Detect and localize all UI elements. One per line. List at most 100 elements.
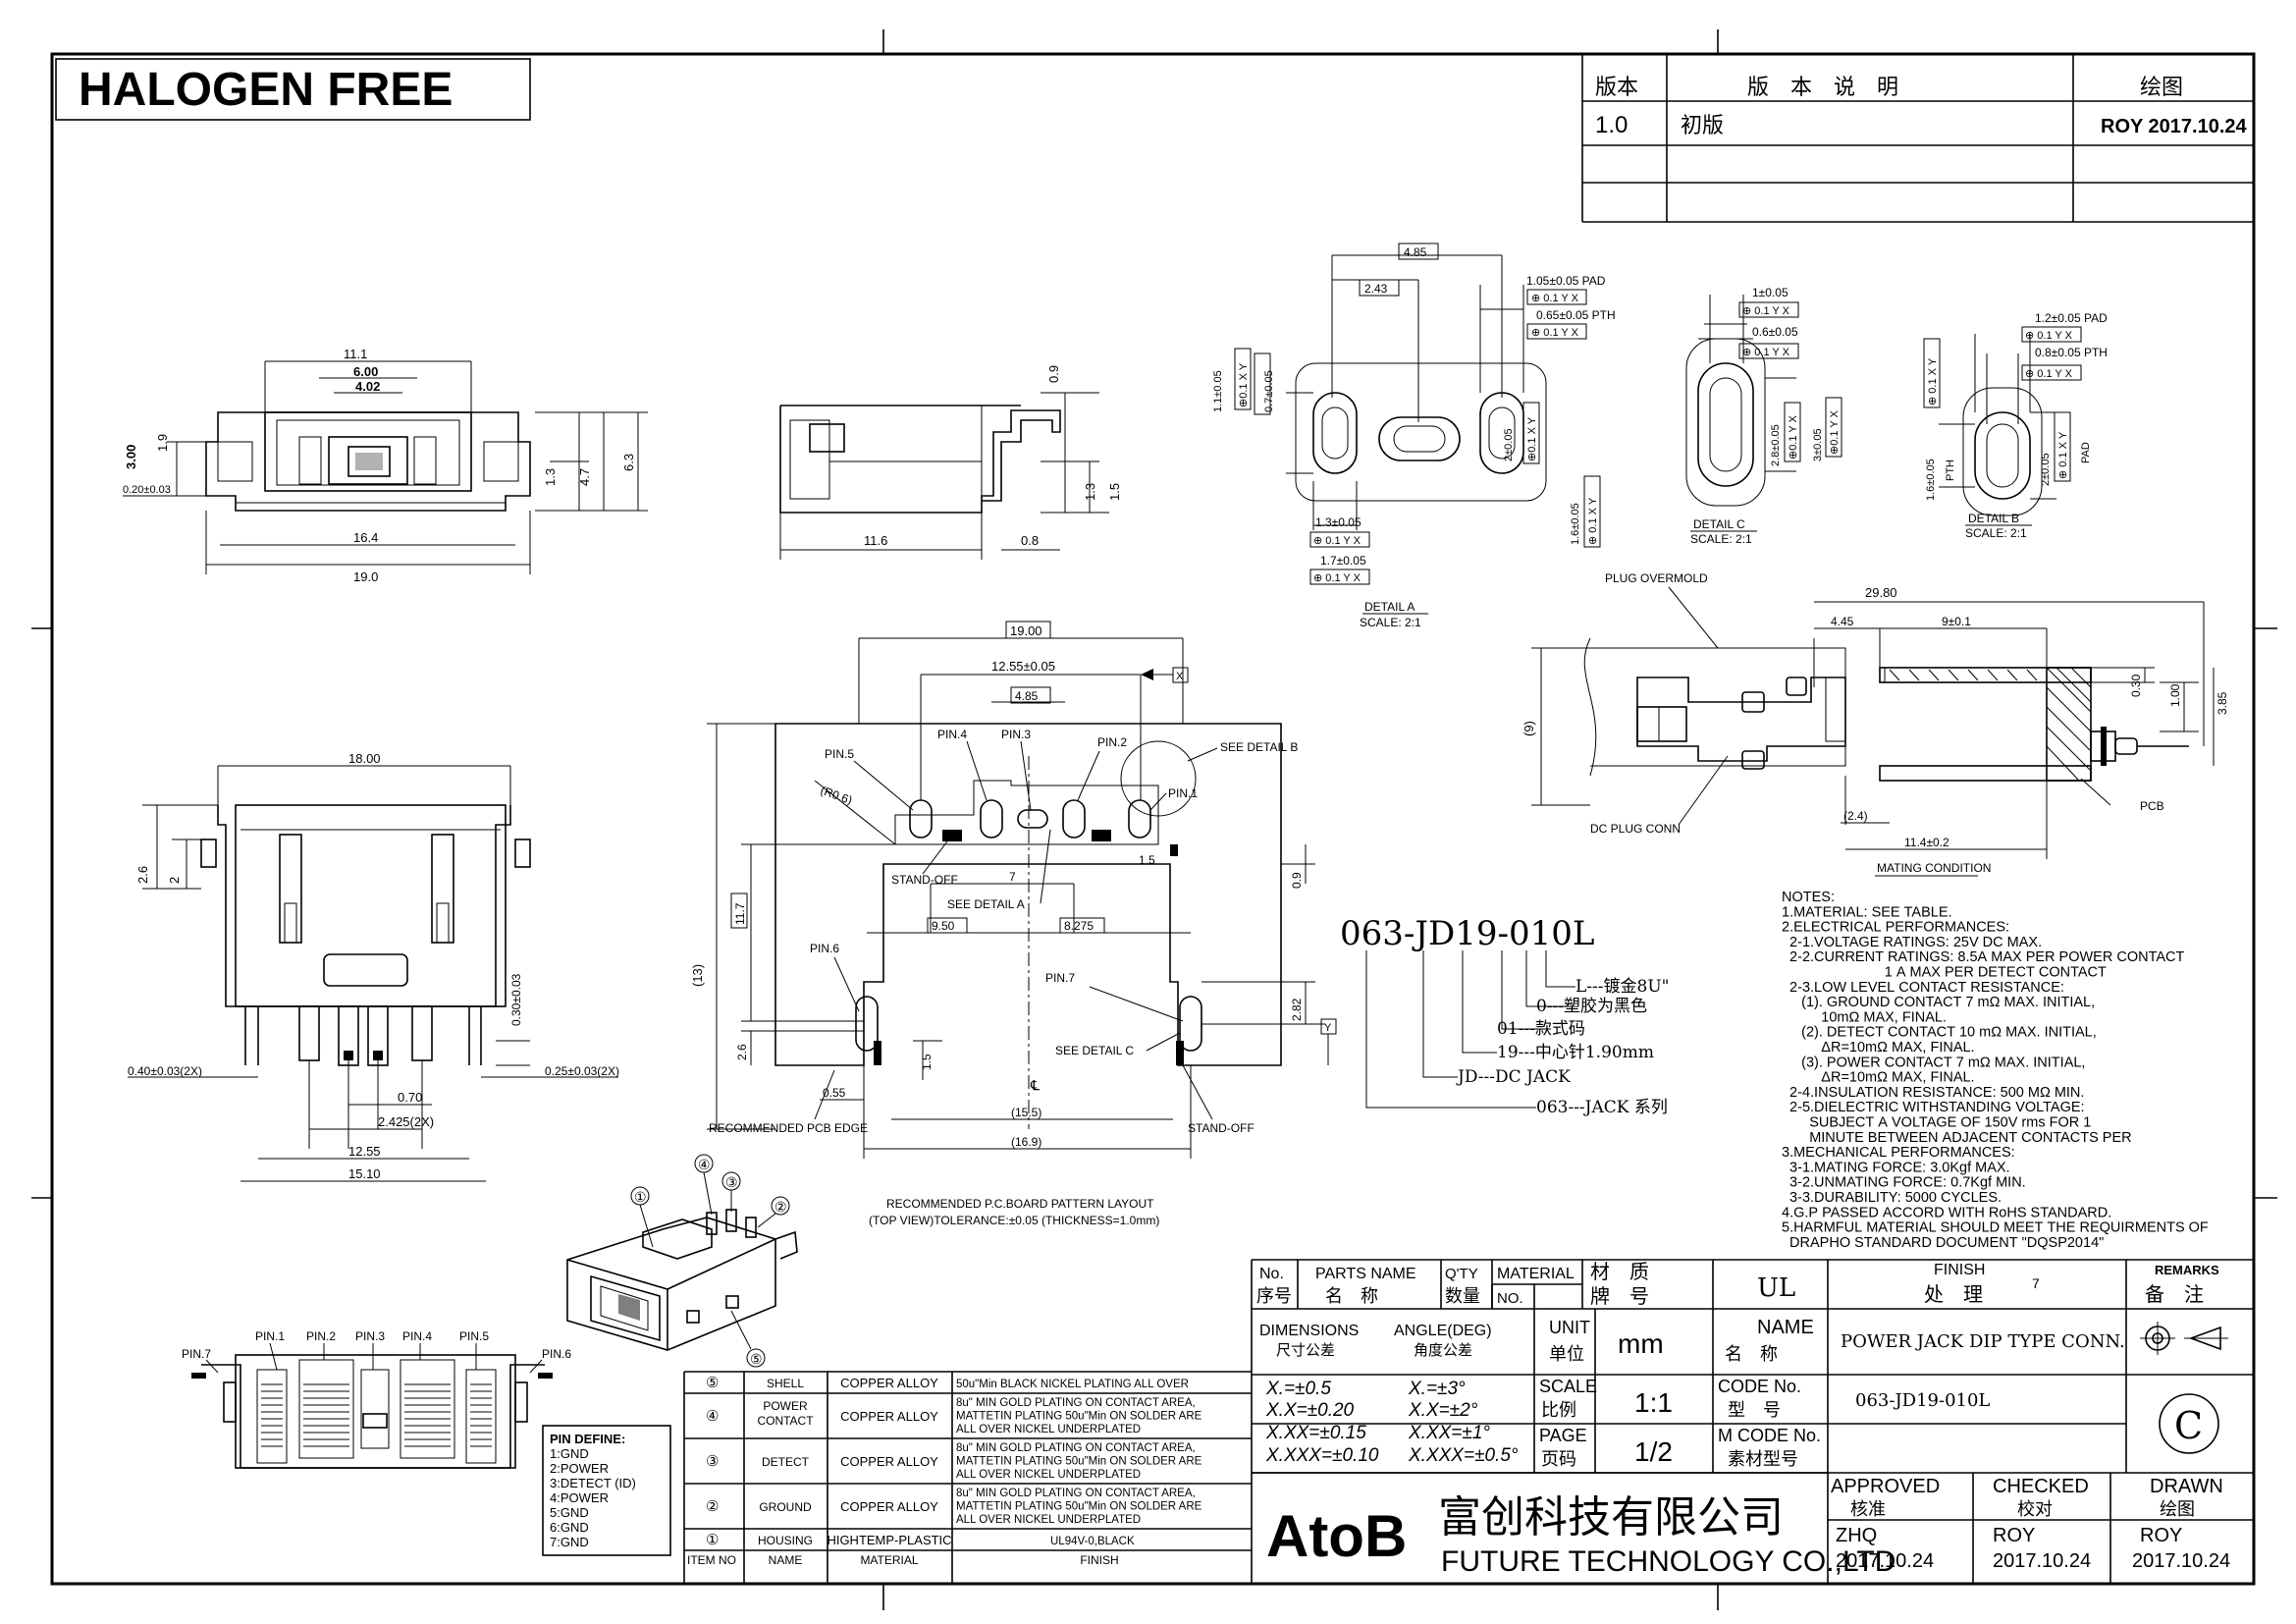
mc-9: 9±0.1 [1942, 615, 1971, 628]
c-mark-circle [2159, 1393, 2219, 1454]
db-pth-v: PTH [1945, 460, 1956, 481]
note-line: SUBJECT A VOLTAGE OF 150V rms FOR 1 [1782, 1115, 2091, 1131]
mc-plug: PLUG OVERMOLD [1605, 571, 1708, 585]
code-l3: 01---款式码 [1497, 1019, 1585, 1039]
dc-1: 1±0.05 [1752, 286, 1789, 299]
pin-define-line: 2:POWER [550, 1461, 609, 1476]
notes: NOTES:1.MATERIAL: SEE TABLE.2.ELECTRICAL… [1782, 890, 2209, 1251]
bom-name: CONTACT [757, 1414, 814, 1428]
note-line: 2-2.CURRENT RATINGS: 8.5A MAX PER POWER … [1782, 949, 2184, 965]
tb-qty-cn: 数量 [1445, 1286, 1480, 1306]
da-tol-1: ⊕ 0.1 Y X [1531, 293, 1579, 304]
title-block: No. 序号 PARTS NAME 名 称 Q'TY 数量 MATERIAL N… [1251, 1259, 2254, 1584]
da-v3: 2±0.05 [1503, 428, 1515, 461]
mc-24: (2.4) [1843, 809, 1868, 823]
tb-angle-cn: 角度公差 [1414, 1342, 1472, 1359]
svg-text:⊕0.1 Y X: ⊕0.1 Y X [1788, 414, 1799, 460]
detail-a: 4.85 2.43 1.05±0.05 PAD ⊕ 0.1 Y X 0.65±0… [1212, 243, 1616, 629]
pcb-y: Y [1324, 1022, 1332, 1034]
bv-2: 2 [167, 877, 182, 884]
pin-define-line: 3:DETECT (ID) [550, 1476, 636, 1490]
rev-col-description: 版 本 说 明 [1747, 75, 1898, 99]
bv-040: 0.40±0.03(2X) [128, 1064, 202, 1078]
pin-define-line: PIN DEFINE: [550, 1432, 625, 1446]
da-v2: 0.7±0.05 [1263, 370, 1275, 412]
mc-385: 3.85 [2216, 691, 2229, 715]
bom-material: COPPER ALLOY [840, 1454, 938, 1469]
tb-page-cn: 页码 [1541, 1449, 1576, 1469]
bom-finish: MATTETIN PLATING 50u"Min ON SOLDER ARE [956, 1456, 1202, 1468]
bom-hdr-material: MATERIAL [860, 1553, 918, 1567]
tb-code-cn: 型 号 [1728, 1400, 1781, 1420]
dim-0-20: 0.20±0.03 [123, 484, 171, 496]
tb-scale-v: 1:1 [1634, 1387, 1673, 1418]
dc-scale: SCALE: 2:1 [1690, 532, 1752, 546]
tb-mat-no: NO. [1497, 1290, 1523, 1307]
dim-11-1: 11.1 [344, 347, 367, 361]
dc-title: DETAIL C [1693, 517, 1745, 531]
note-line: 1.MATERIAL: SEE TABLE. [1782, 904, 1952, 920]
tb-approved: APPROVED [1831, 1476, 1940, 1497]
rev-drawn: ROY 2017.10.24 [2101, 116, 2248, 137]
svg-text:⊕ 0.1 X Y: ⊕ 0.1 X Y [1587, 497, 1599, 545]
iso-c3: ③ [725, 1174, 738, 1190]
pcb-19: 19.00 [1010, 623, 1042, 638]
side-dim-0-8: 0.8 [1021, 533, 1039, 548]
revision-table: 版本 版 本 说 明 绘图 1.0 初版 ROY 2017.10.24 [1581, 54, 2254, 223]
da-tol-2: ⊕ 0.1 Y X [1531, 327, 1579, 339]
tb-unit: UNIT [1549, 1318, 1590, 1337]
svg-text:⊕ 0.1 Y X: ⊕ 0.1 Y X [1313, 572, 1362, 584]
bom-name: DETECT [762, 1455, 810, 1469]
bom-finish: ALL OVER NICKEL UNDERPLATED [956, 1469, 1141, 1481]
pv-p4: PIN.4 [402, 1329, 432, 1343]
svg-text:⊕0.1 X Y: ⊕0.1 X Y [1526, 416, 1538, 461]
dc-06: 0.6±0.05 [1752, 325, 1798, 339]
rev-version: 1.0 [1595, 112, 1628, 138]
tb-parts-cn: 名 称 [1325, 1286, 1378, 1306]
mc-114: 11.4±0.2 [1904, 836, 1949, 849]
note-line: 3-3.DURABILITY: 5000 CYCLES. [1782, 1190, 2002, 1206]
note-line: 2-1.VOLTAGE RATINGS: 25V DC MAX. [1782, 935, 2042, 950]
bom-finish: ALL OVER NICKEL UNDERPLATED [956, 1424, 1141, 1435]
tb-ang1: X.=±3° [1408, 1379, 1466, 1399]
tb-ap-date: 2017.10.24 [1836, 1550, 1934, 1572]
bom-item-no: ⑤ [706, 1375, 719, 1391]
da-v4: 1.6±0.05 [1570, 503, 1581, 545]
da-2-43: 2.43 [1364, 282, 1388, 296]
bom-finish: UL94V-0,BLACK [1050, 1536, 1135, 1547]
pcb-standoff-2: STAND-OFF [1188, 1121, 1255, 1135]
bv-025: 0.25±0.03(2X) [545, 1064, 619, 1078]
pcb-see-a: SEE DETAIL A [947, 897, 1025, 911]
pin-define-line: 1:GND [550, 1446, 589, 1461]
pcb-pin3: PIN.3 [1001, 728, 1031, 741]
da-pad: 1.05±0.05 PAD [1526, 274, 1606, 288]
halogen-free-box: HALOGEN FREE [55, 58, 531, 121]
side-dim-1-3: 1.3 [1083, 483, 1097, 501]
tb-paihao: 牌 号 [1590, 1285, 1649, 1308]
svg-text:⊕ 0.1 Y X: ⊕ 0.1 Y X [1313, 535, 1362, 547]
bom-item-no: ③ [706, 1453, 719, 1470]
bom-item-no: ④ [706, 1408, 719, 1425]
pcb-26: 2.6 [735, 1044, 749, 1060]
pcb-layout: 19.00 X 12.55±0.05 4.85 PIN.4 PIN.3 PIN.… [690, 621, 1337, 1227]
tb-ul: UL [1757, 1273, 1795, 1303]
tb-mm: mm [1618, 1328, 1664, 1359]
note-line: 2.ELECTRICAL PERFORMANCES: [1782, 920, 2009, 936]
pcb-pin2: PIN.2 [1097, 735, 1127, 749]
dim-4-02: 4.02 [355, 379, 380, 394]
dim-6-00: 6.00 [353, 364, 378, 379]
svg-text:⊕ 0.1 Y X: ⊕ 0.1 Y X [2025, 330, 2073, 342]
bom-material: COPPER ALLOY [840, 1376, 938, 1390]
svg-text:⊕ 0.1 X Y: ⊕ 0.1 X Y [2057, 431, 2069, 479]
tb-tol4: X.XXX=±0.10 [1265, 1445, 1379, 1466]
da-h1: 1.3±0.05 [1315, 515, 1362, 529]
pin-view: PIN.1 PIN.2 PIN.3 PIN.4 PIN.5 PIN.6 PIN.… [182, 1329, 571, 1469]
svg-text:⊕ 0.1 Y X: ⊕ 0.1 Y X [1742, 347, 1790, 358]
pcb-pin4: PIN.4 [937, 728, 967, 741]
pin-define-line: 6:GND [550, 1520, 589, 1535]
part-number-coding: 063-JD19-010L L---镀金8U" 0---塑胶为黑色 01---款… [1340, 914, 1669, 1117]
mc-pcb: PCB [2140, 799, 2164, 813]
db-pad-v: PAD [2080, 442, 2092, 463]
mc-title: MATING CONDITION [1877, 861, 1991, 875]
